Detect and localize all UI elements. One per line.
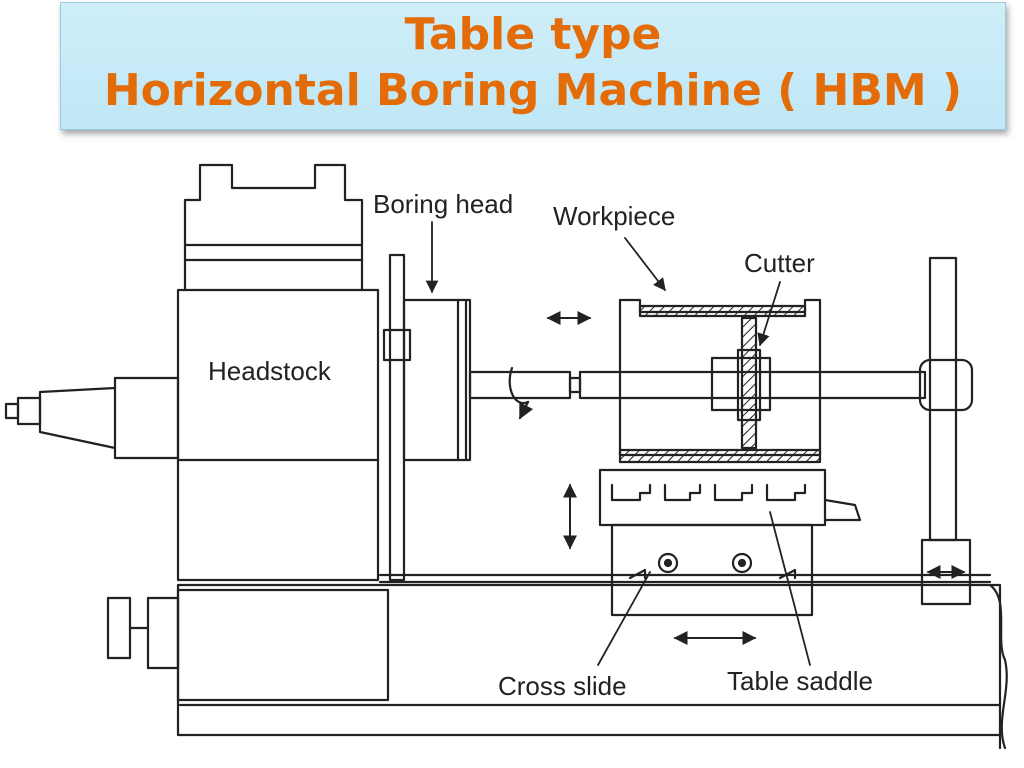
rear-spindle bbox=[4, 376, 180, 460]
title-banner: Table type Horizontal Boring Machine ( H… bbox=[60, 2, 1006, 130]
label-boring-head: Boring head bbox=[373, 189, 513, 219]
label-cutter: Cutter bbox=[744, 248, 815, 278]
cross-slide-body bbox=[610, 523, 814, 617]
table-saddle-body bbox=[598, 468, 862, 527]
title-line-2: Horizontal Boring Machine ( HBM ) bbox=[103, 65, 963, 116]
title-line-1: Table type bbox=[404, 9, 662, 60]
vertical-guide bbox=[382, 253, 412, 582]
boring-head bbox=[402, 298, 472, 462]
leader-lines bbox=[425, 221, 811, 666]
label-workpiece: Workpiece bbox=[553, 201, 675, 231]
machine-bed bbox=[176, 573, 1008, 750]
boring-bar bbox=[468, 348, 927, 422]
label-cross-slide: Cross slide bbox=[498, 671, 627, 701]
motion-arrows bbox=[546, 311, 966, 645]
end-support-column bbox=[918, 256, 974, 606]
label-table-saddle: Table saddle bbox=[727, 666, 873, 696]
label-headstock: Headstock bbox=[208, 356, 332, 386]
base-block bbox=[106, 588, 390, 702]
workpiece bbox=[618, 298, 822, 464]
hbm-diagram: Boring head Workpiece Cutter Headstock C… bbox=[4, 163, 1008, 750]
